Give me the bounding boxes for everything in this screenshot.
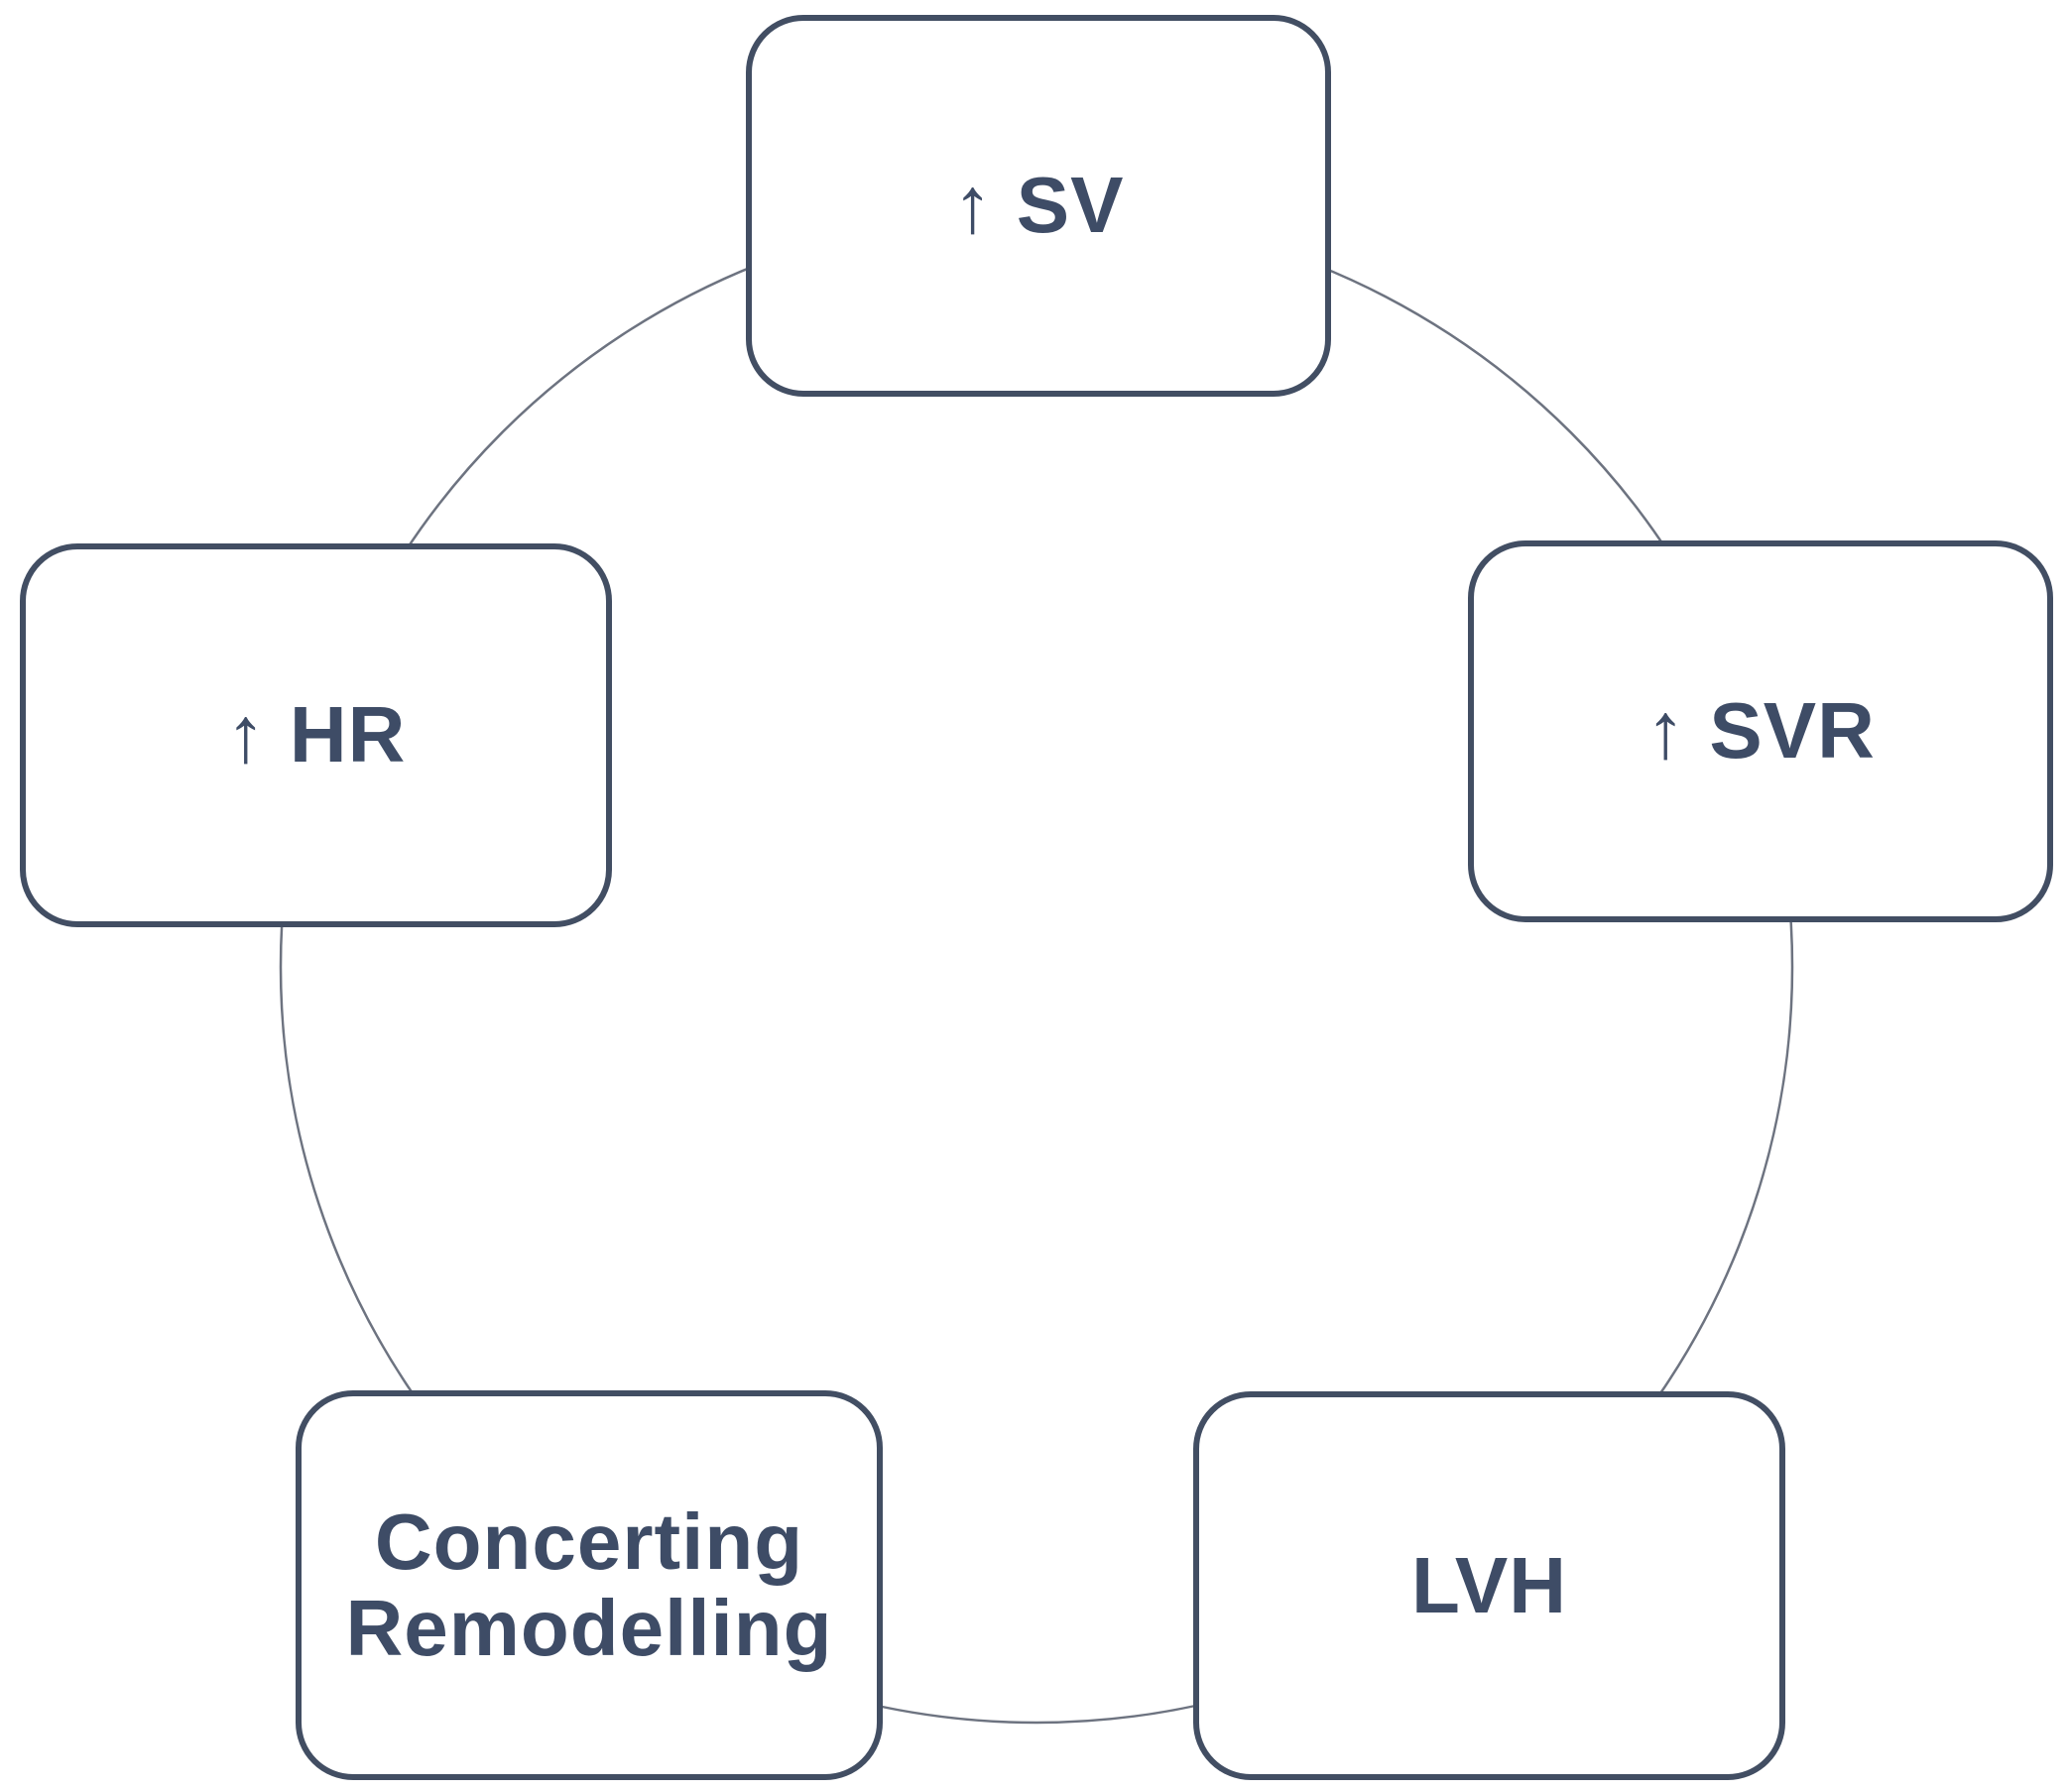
node-sv: ↑ SV [746,15,1331,397]
node-lvh: LVH [1193,1391,1785,1780]
node-sv-label: ↑ SV [952,161,1125,250]
node-concerting-remodelling: Concerting Remodelling [296,1390,883,1780]
node-hr: ↑ HR [20,543,612,927]
node-svr-label: ↑ SVR [1645,686,1876,776]
node-hr-label: ↑ HR [225,690,407,779]
node-svr: ↑ SVR [1468,540,2053,922]
node-concerting-remodelling-label: Concerting Remodelling [345,1497,833,1672]
node-lvh-label: LVH [1410,1540,1568,1629]
